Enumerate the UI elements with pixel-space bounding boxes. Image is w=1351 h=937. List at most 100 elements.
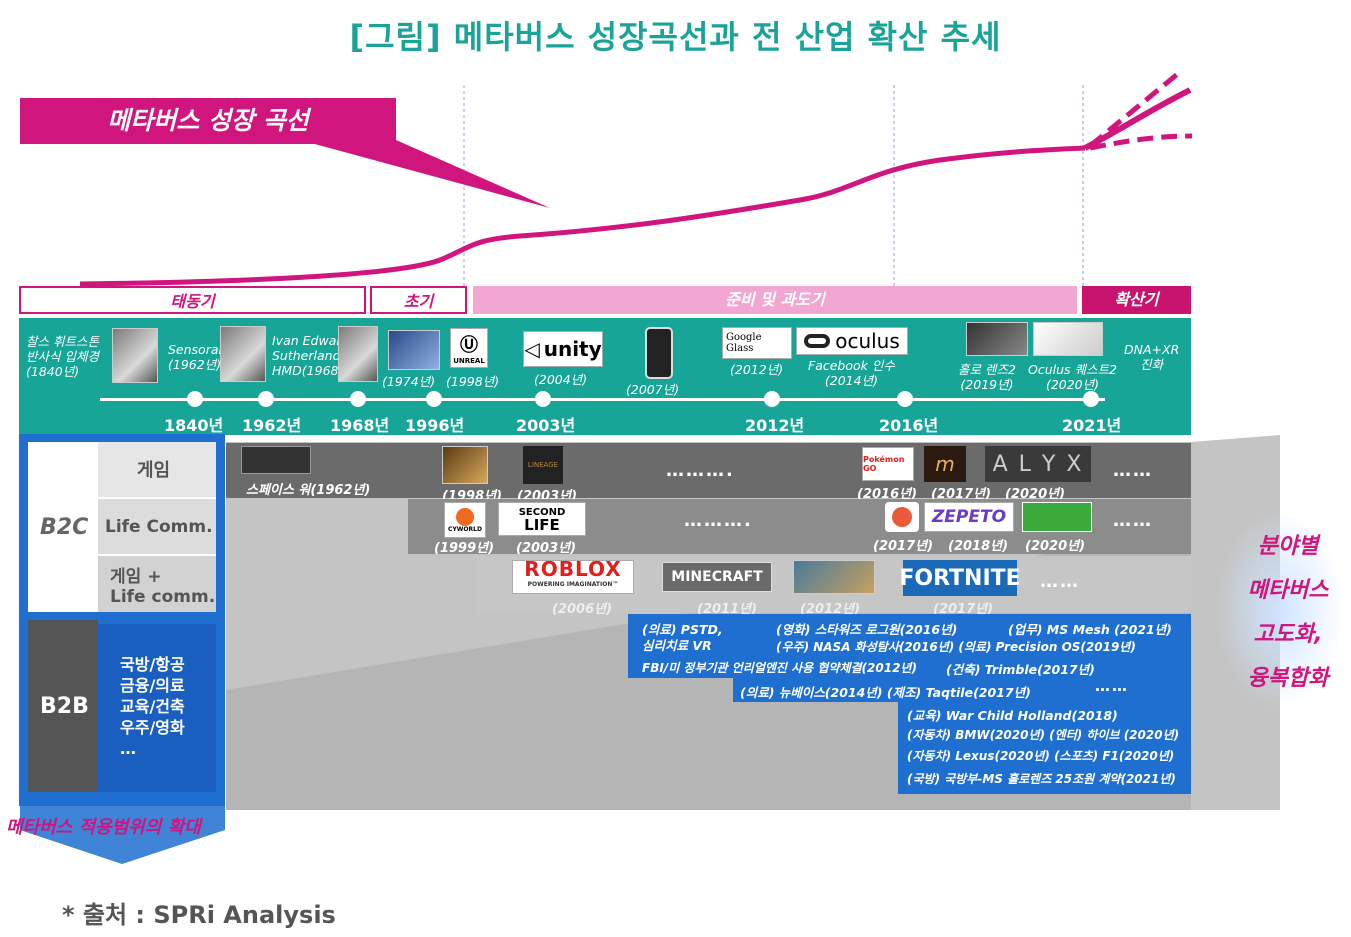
year-2016: 2016년 <box>879 416 939 435</box>
expand-arrow <box>20 805 225 864</box>
alyx-image: A L Y X <box>985 446 1091 482</box>
hololens-image <box>966 322 1028 356</box>
b2b-row-2 <box>733 678 1191 702</box>
b2b-trimble: (건축) Trimble(2017년) <box>946 662 1095 677</box>
life-dots: ………. <box>684 510 753 531</box>
b2c-life-label: Life Comm. <box>105 517 213 537</box>
life-2017-logo <box>885 502 919 532</box>
b2b-warchild: (교육) War Child Holland(2018) <box>907 708 1118 723</box>
roblox-logo: ROBLOX POWERING IMAGINATION™ <box>512 560 634 594</box>
side-text: 분야별 메타버스 고도화, 융복합화 <box>1247 534 1329 691</box>
year-1968: 1968년 <box>330 416 390 435</box>
event-dnaxr: DNA+XR 진화 <box>1124 342 1180 372</box>
b2b-lexus: (자동차) Lexus(2020년) (스포츠) F1(2020년) <box>907 749 1175 763</box>
b2b-row-1 <box>628 614 1191 678</box>
animal-crossing-logo <box>1022 502 1092 532</box>
game-2016-label: (2016년) <box>857 487 918 502</box>
b2b-items: 국방/항공 금융/의료 교육/건축 우주/영화 … <box>120 655 185 758</box>
phase-early: 초기 <box>370 286 467 314</box>
life-2018-label: (2018년) <box>948 539 1009 554</box>
iphone-image <box>645 327 673 379</box>
cyworld-logo: CYWORLD <box>444 502 486 538</box>
phase-transition: 준비 및 과도기 <box>473 286 1077 314</box>
life-1999-label: (1999년) <box>434 541 495 556</box>
b2b-side <box>28 620 98 792</box>
b2b-fbi: FBI/미 정부기관 언리얼엔진 사용 협약체결(2012년) <box>642 661 917 675</box>
b2b-dots: …… <box>1095 677 1129 695</box>
event-1974: (1974년) <box>382 374 436 389</box>
timeline-line <box>100 398 1105 401</box>
spacewar-label: 스페이스 워(1962년) <box>246 483 371 498</box>
expand-label: 메타버스 적용범위의 확대 <box>6 817 201 838</box>
b2c-life-cell <box>98 499 216 554</box>
b2b-nasa: (우주) NASA 화성탐사(2016년) (의료) Precision OS(… <box>776 640 1136 654</box>
year-2012: 2012년 <box>745 416 805 435</box>
lineage-image: LINEAGE <box>523 446 563 484</box>
combo-2017-label: (2017년) <box>933 602 994 617</box>
timeline-dot-1840 <box>187 391 203 407</box>
timeline-dot-1996 <box>426 391 442 407</box>
year-1996: 1996년 <box>405 416 465 435</box>
game-dots: ………. <box>666 460 735 481</box>
event-wheatstone: 찰스 휘트스톤 반사식 입체경 (1840년) <box>26 334 99 379</box>
curve-label: 메타버스 성장 곡선 <box>20 98 396 144</box>
b2c-combo-cell <box>98 556 216 612</box>
event-2004: (2004년) <box>534 372 588 387</box>
timeline-dot-1968 <box>350 391 366 407</box>
b2b-pstd: (의료) PSTD, 심리치료 VR <box>642 622 723 653</box>
timeline-dot-2003 <box>535 391 551 407</box>
phase-emergence: 태동기 <box>19 286 366 314</box>
lineage-m-image: m <box>924 446 966 482</box>
b2b-mesh: (업무) MS Mesh (2021년) <box>1008 622 1172 637</box>
life-2020-label: (2020년) <box>1025 539 1086 554</box>
oculus-logo: oculus <box>796 327 908 355</box>
game-dots-end: …… <box>1113 460 1153 481</box>
b2b-items-panel <box>98 624 216 792</box>
event-sutherland: Ivan Edward Sutherland HMD(1968) <box>272 333 350 378</box>
device-1974-image <box>388 330 440 370</box>
event-2012: (2012년) <box>730 362 784 377</box>
timeline-dot-2021 <box>1083 391 1099 407</box>
event-quest2: Oculus 퀘스트2 (2020년) <box>1028 362 1117 392</box>
spacewar-image <box>241 446 311 474</box>
b2b-starwars: (영화) 스타워즈 로그원(2016년) <box>776 622 958 637</box>
b2b-defense: (국방) 국방부-MS 홀로렌즈 25조원 계약(2021년) <box>907 772 1176 786</box>
fortnite-logo: FORTNITE <box>899 560 1021 596</box>
b2b-bmw: (자동차) BMW(2020년) (엔터) 하이브 (2020년) <box>907 728 1180 742</box>
year-1840: 1840년 <box>164 416 224 435</box>
unity-logo: ◁unity <box>523 331 603 367</box>
b2b-newbase: (의료) 뉴베이스(2014년) (제조) Taqtile(2017년) <box>740 685 1031 700</box>
event-1998: (1998년) <box>446 374 500 389</box>
year-2003: 2003년 <box>516 416 576 435</box>
game-2020-label: (2020년) <box>1005 487 1066 502</box>
event-2007: (2007년) <box>626 382 680 397</box>
b2c-label: B2C <box>40 515 89 540</box>
timeline-dot-2012 <box>764 391 780 407</box>
event-facebook: Facebook 인수 (2014년) <box>808 358 895 388</box>
combo-2012-label: (2012년) <box>800 602 861 617</box>
game-1998-image <box>442 446 488 484</box>
source-note: * 출처 : SPRi Analysis <box>62 901 336 929</box>
b2c-game-label: 게임 <box>137 460 171 481</box>
side-glow <box>1215 510 1345 710</box>
zepeto-logo: ZEPETO <box>924 502 1014 532</box>
curve-branch-low <box>1089 133 1193 151</box>
b2b-label: B2B <box>40 694 89 719</box>
year-2021: 2021년 <box>1062 416 1122 435</box>
event-hololens2: 홀로 렌즈2 (2019년) <box>958 362 1016 392</box>
life-dots-end: …… <box>1113 510 1153 531</box>
b2c-game-cell <box>98 442 216 497</box>
timeline-dot-1962 <box>258 391 274 407</box>
curve-branch-high <box>1088 70 1182 148</box>
year-1962: 1962년 <box>242 416 302 435</box>
game-2017-label: (2017년) <box>931 487 992 502</box>
minecraft-logo: MINECRAFT <box>662 562 772 592</box>
life-2003-label: (2003년) <box>516 541 577 556</box>
hmd-image <box>338 326 378 382</box>
combo-2006-label: (2006년) <box>552 602 613 617</box>
b2c-combo-label: 게임 + Life comm. <box>110 567 216 607</box>
curve-path <box>79 145 1086 287</box>
